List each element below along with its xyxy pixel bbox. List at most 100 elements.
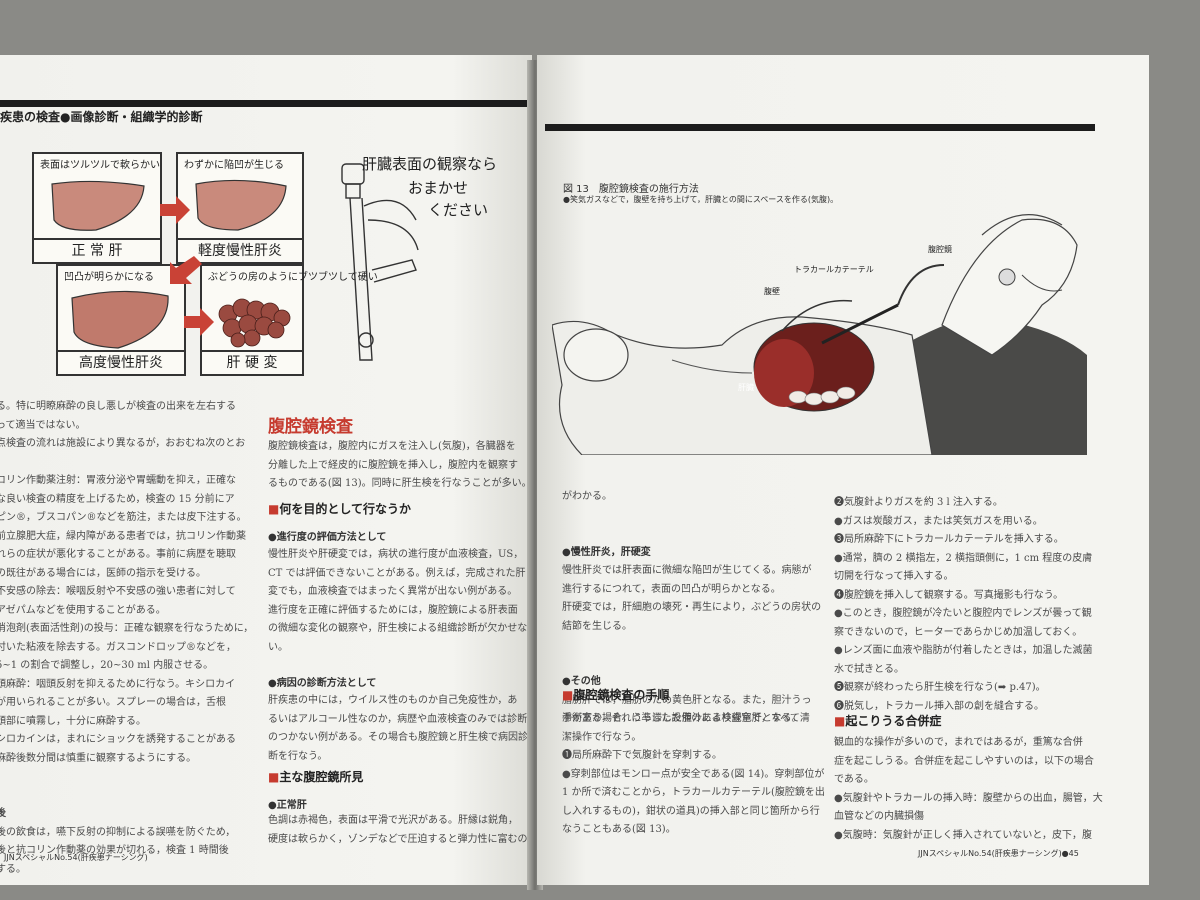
progression-text: 慢性肝炎や肝硬変では，病状の進行度が血液検査，US， CT では評価できないこと… (268, 546, 528, 657)
text-line: 腹腔鏡検査は，腹腔内にガスを注入し(気腹)，各臓器を (268, 441, 516, 452)
panel-name: 肝 硬 変 (202, 350, 302, 374)
text-line: る。特に明瞭麻酔の良し悪しが検査の出来を左右する (0, 401, 236, 412)
heading-text: 何を目的として行なうか (279, 502, 411, 516)
text-line: 5~1 の割合で調整し，20~30 ml 内服させる。 (0, 660, 214, 671)
heading-text: 主な腹腔鏡所見 (279, 770, 364, 784)
right-column-1: がわかる。 ●慢性肝炎，肝硬変 慢性肝炎では肝表面に微細な陥凹が生じてくる。病態… (562, 488, 824, 729)
text-line: ●このとき，腹腔鏡が冷たいと腹腔内でレンズが曇って観 (834, 608, 1092, 619)
text-line: ❹腹腔鏡を挿入して観察する。写真撮影も行なう。 (834, 589, 1064, 601)
left-column-1: る。特に明瞭麻酔の良し悪しが検査の出来を左右する って適当ではない。 点検査の流… (0, 398, 254, 879)
text-line: 水で拭きとる。 (834, 663, 904, 675)
text-line: 観血的な操作が多いので，まれではあるが，重篤な合併 (834, 737, 1083, 748)
panel-mild-hepatitis: わずかに陥凹が生じる 軽度慢性肝炎 (176, 152, 304, 264)
text-line: し入れするもの)，鉗状の道具)の挿入部と同じ箇所から行 (562, 805, 820, 817)
text-line: ピン®，ブスコパン®などを筋注，または皮下注する。 (0, 512, 247, 523)
etiology-text: 肝疾患の中には，ウイルス性のものか自己免疫性か，あ るいはアルコール性なのか，病… (268, 692, 528, 766)
text-line: ❷気腹針よりガスを約 3 l 注入する。 (834, 497, 1003, 508)
panel-severe-hepatitis: 凹凸が明らかになる 高度慢性肝炎 (56, 264, 186, 376)
text-line: 進行するにつれて，表面の凹凸が明らかとなる。 (562, 583, 781, 595)
text-line: 慢性肝炎や肝硬変では，病状の進行度が血液検査，US， (268, 549, 524, 560)
panel-note: 凹凸が明らかになる (64, 272, 154, 283)
text-line: 頭部に噴霧し，十分に麻酔する。 (0, 715, 146, 727)
subheading-progression: ●進行度の評価方法として (268, 532, 387, 543)
mild-hepatitis-liver-drawing (195, 179, 287, 231)
speech-line: ください (428, 201, 489, 219)
text-line: の既往がある場合には，医師の指示を受ける。 (0, 567, 206, 579)
text-line: ●気腹時：気腹針が正しく挿入されていないと，皮下，腹 (834, 829, 1093, 841)
text-line: ●通常，臍の 2 横指左，2 横指頭側に，1 cm 程度の皮膚 (834, 552, 1093, 564)
text-line: がわかる。 (562, 491, 612, 502)
heading-complications: ■起こりうる合併症 (834, 714, 942, 728)
text-line: である。 (834, 774, 874, 785)
text-line: 分離した上で経皮的に腹腔鏡を挿入し，腹腔内を観察す (268, 459, 518, 471)
heading-procedure: ■腹腔鏡検査の手順 (562, 688, 670, 702)
text-line: が用いられることが多い。スプレーの場合は，舌根 (0, 697, 226, 708)
text-line: 症を起こしうる。合併症を起こしやすいのは，以下の場合 (834, 755, 1094, 767)
text-line: な良い検査の精度を上げるため，検査の 15 分前にア (0, 493, 235, 505)
speech-line: 肝臓表面の観察なら (362, 155, 498, 173)
text-line: 前立腺肥大症，緑内障がある患者では，抗コリン作動薬 (0, 530, 246, 542)
text-line: コリン作動薬注射：胃液分泌や胃蠕動を抑え，正確な (0, 475, 236, 486)
cirrhosis-liver-drawing (218, 298, 291, 348)
text-line: るいはアルコール性なのか，病歴や血液検査のみでは診断 (268, 713, 528, 725)
speech-line: おまかせ (408, 179, 469, 197)
heading-text: 腹腔鏡検査の手順 (573, 688, 670, 702)
text-line: の微細な変化の観察や，肝生検による組織診断が欠かせな (268, 623, 528, 634)
right-page (537, 55, 1149, 885)
right-header-rule (545, 124, 1095, 131)
label-trocar: トラカールカテーテル (794, 265, 874, 274)
panel-cirrhosis: ぶどうの房のようにブツブツして硬い 肝 硬 変 (200, 264, 378, 376)
text-line: 手術室か，それに準じた設備のある検査室で，すべて清 (562, 713, 810, 724)
laparoscope-drawing (341, 163, 419, 361)
text-line: ❺観察が終わったら肝生検を行なう(➡ p.47)。 (834, 682, 1046, 693)
text-line: 不安感の除去：喉咽反射や不安感の強い患者に対して (0, 586, 236, 597)
text-line: 血管などの内臓損傷 (834, 811, 924, 822)
text-line: 色調は赤褐色，表面は平滑で光沢がある。肝縁は鋭角， (268, 815, 518, 826)
text-line: 付いた粘液を除去する。ガスコンドロップ®などを， (0, 641, 236, 653)
heading-text: 起こりうる合併症 (845, 714, 942, 728)
panel-name: 正 常 肝 (34, 238, 160, 262)
text-line: ●その他 (562, 676, 601, 687)
text-line: 肝硬変では，肝細胞の壊死・再生により，ぶどうの房状の (562, 602, 822, 613)
text-line (0, 768, 254, 787)
figure-caption: ●笑気ガスなどで，腹壁を持ち上げて，肝臓との間にスペースを作る(気腹)。 (563, 195, 839, 204)
label-laparoscope: 腹腔鏡 (928, 245, 952, 254)
text-line: 慢性肝炎では肝表面に微細な陥凹が生じてくる。病態が (562, 565, 812, 576)
panel-normal-liver: 表面はツルツルで軟らかい 正 常 肝 (32, 152, 162, 264)
figure-title: 図 13 腹腔鏡検査の施行方法 (563, 184, 699, 195)
text-line (562, 636, 824, 655)
left-page-header: 疾患の検査●画像診断・組織学的診断 (0, 110, 203, 124)
down-left-arrow-icon (170, 256, 202, 284)
section-title-laparoscopy: 腹腔鏡検査 (268, 417, 353, 437)
text-line: 結節を生じる。 (562, 620, 632, 632)
text-line: ●レンズ面に血液や脂肪が付着したときは，加温した滅菌 (834, 645, 1093, 656)
panel-note: ぶどうの房のようにブツブツして硬い (208, 272, 378, 283)
laparoscopy-intro: 腹腔鏡検査は，腹腔内にガスを注入し(気腹)，各臓器を 分離した上で経皮的に腹腔鏡… (268, 438, 532, 494)
text-line: ●気腹針やトラカールの挿入時：腹壁からの出血，腸管，大 (834, 792, 1103, 804)
label-abdominal-wall: 腹壁 (764, 287, 780, 296)
text-line: ●穿刺部位はモンロー点が安全である(図 14)。穿刺部位が (562, 768, 825, 780)
label-liver: 肝臓 (738, 383, 754, 392)
text-line: アゼパムなどを使用することがある。 (0, 604, 166, 616)
text-line: 消泡剤(表面活性剤)の投与：正確な観察を行なうために， (0, 623, 254, 634)
text-line: シロカインは，まれにショックを誘発することがある (0, 734, 236, 745)
text-line: 断を行なう。 (268, 750, 328, 762)
text-line: い。 (268, 641, 288, 653)
right-arrow-icon (160, 196, 190, 224)
panel-name: 軽度慢性肝炎 (178, 238, 302, 262)
severe-hepatitis-liver-drawing (71, 290, 169, 349)
text-line: なうこともある(図 13)。 (562, 824, 676, 835)
text-line: 後 (0, 808, 6, 819)
heading-findings: ■主な腹腔鏡所見 (268, 770, 364, 784)
panel-name: 高度慢性肝炎 (58, 350, 184, 374)
subheading-normal-liver: ●正常肝 (268, 800, 307, 811)
text-line (0, 454, 254, 473)
text-line: 進行度を正確に評価するためには，腹腔鏡による肝表面 (268, 604, 518, 616)
text-line (0, 787, 254, 806)
text-line: 潔操作で行なう。 (562, 731, 642, 743)
text-line: 後と抗コリン作動薬の効果が切れる，検査 1 時間後 (0, 845, 229, 856)
text-line: 硬度は軟らかく，ゾンデなどで圧迫すると弾力性に富むの (268, 833, 528, 845)
right-column-2: ❷気腹針よりガスを約 3 l 注入する。 ●ガスは炭酸ガス，または笑気ガスを用い… (834, 494, 1096, 716)
text-line: 脂肪肝では，脂肪のため黄色肝となる。また，胆汁うっ (562, 694, 812, 706)
laparoscopy-procedure-illustration (552, 214, 1087, 455)
